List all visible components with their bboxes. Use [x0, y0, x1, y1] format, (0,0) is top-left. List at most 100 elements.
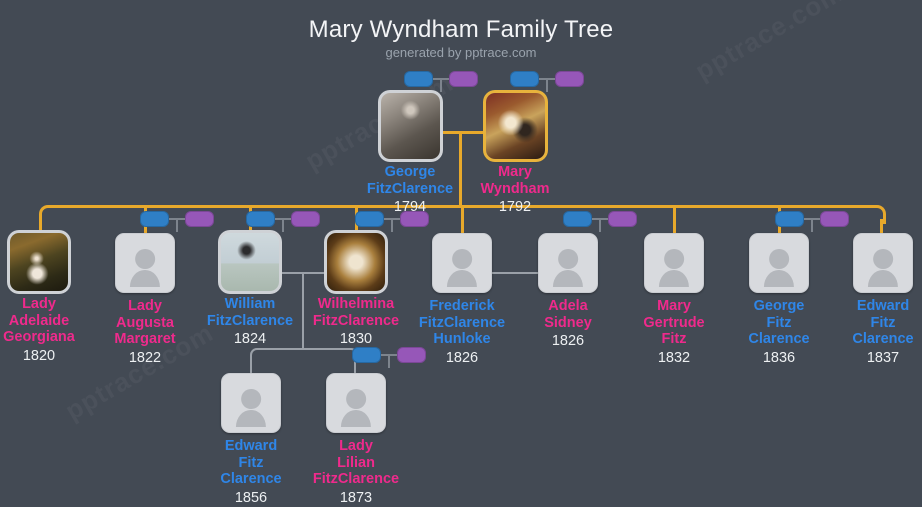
person-photo-placeholder[interactable]	[538, 233, 598, 293]
mother-pill-icon[interactable]	[291, 211, 320, 227]
descent-stem-parents	[459, 131, 462, 207]
person-node-lady-lilian-fitzclarence[interactable]: Lady Lilian FitzClarence 1873	[301, 373, 411, 507]
person-node-william-fitzclarence[interactable]: William FitzClarence 1824	[195, 233, 305, 348]
person-node-mary-gertrude-fitz[interactable]: Mary Gertrude Fitz 1832	[619, 233, 729, 367]
portrait-image	[221, 233, 279, 291]
grandchild-drop-lilian	[354, 358, 356, 378]
person-photo-placeholder[interactable]	[853, 233, 913, 293]
avatar-icon	[452, 249, 472, 269]
person-photo[interactable]	[485, 93, 545, 159]
avatar-icon-body	[129, 269, 161, 288]
father-pill-icon[interactable]	[140, 211, 169, 227]
avatar-icon	[135, 249, 155, 269]
bus-drop-right	[880, 219, 883, 237]
person-year: 1832	[657, 349, 691, 366]
person-name: George FitzClarence	[366, 164, 454, 197]
person-node-lady-adelaide-georgiana[interactable]: Lady Adelaide Georgiana 1820	[0, 233, 94, 365]
person-node-frederick-fitzclarence-hunloke[interactable]: Frederick FitzClarence Hunloke 1826	[407, 233, 517, 367]
page-title: Mary Wyndham Family Tree	[308, 16, 614, 43]
child-drop-frederick-fitzclarence-hunloke	[461, 205, 464, 237]
avatar-icon-body	[658, 269, 690, 288]
father-pill-icon[interactable]	[352, 347, 381, 363]
pill-stem	[282, 218, 284, 232]
father-pill-icon[interactable]	[510, 71, 539, 87]
avatar-icon-body	[867, 269, 899, 288]
person-name: Lady Lilian FitzClarence	[312, 438, 400, 487]
person-year: 1826	[551, 333, 585, 349]
avatar-icon-body	[340, 409, 372, 428]
person-node-mary-wyndham[interactable]: Mary Wyndham 1792	[455, 93, 575, 216]
person-photo[interactable]	[221, 233, 279, 291]
person-photo-placeholder[interactable]	[115, 233, 175, 293]
avatar-icon	[346, 389, 366, 409]
person-node-lady-augusta-margaret[interactable]: Lady Augusta Margaret 1822	[90, 233, 200, 367]
pill-stem	[391, 218, 393, 232]
person-name: Lady Adelaide Georgiana	[3, 296, 75, 345]
avatar-icon	[769, 249, 789, 269]
person-node-george-fitzclarence[interactable]: George FitzClarence 1794	[350, 93, 470, 216]
portrait-image	[327, 233, 385, 291]
grandchild-bus-corner-left	[250, 348, 264, 362]
person-name: William FitzClarence	[206, 296, 294, 329]
person-node-wilhelmina-fitzclarence[interactable]: Wilhelmina FitzClarence 1830	[301, 233, 411, 348]
father-pill-icon[interactable]	[775, 211, 804, 227]
spouse-line-frederick-adela	[490, 272, 540, 274]
descent-stem-william-wilhelmina	[302, 272, 304, 348]
person-node-adela-sidney[interactable]: Adela Sidney 1826	[513, 233, 623, 350]
person-name: Mary Gertrude Fitz	[643, 298, 705, 347]
father-pill-icon[interactable]	[563, 211, 592, 227]
person-year: 1830	[339, 331, 373, 347]
person-year: 1836	[762, 349, 796, 366]
avatar-icon-body	[763, 269, 795, 288]
avatar-icon	[241, 389, 261, 409]
person-photo[interactable]	[10, 233, 68, 291]
mother-pill-icon[interactable]	[555, 71, 584, 87]
person-photo-placeholder[interactable]	[644, 233, 704, 293]
person-photo-placeholder[interactable]	[326, 373, 386, 433]
person-name: Mary Wyndham	[480, 164, 550, 197]
avatar-icon-body	[235, 409, 267, 428]
father-pill-icon[interactable]	[404, 71, 433, 87]
person-node-george-fitz-clarence[interactable]: George Fitz Clarence 1836	[724, 233, 834, 367]
person-name: George Fitz Clarence	[748, 298, 810, 347]
person-name: Frederick FitzClarence Hunloke	[418, 298, 506, 347]
page-subtitle: generated by pptrace.com	[385, 45, 537, 60]
person-node-edward-fitz-clarence[interactable]: Edward Fitz Clarence 1837	[828, 233, 922, 367]
avatar-icon	[664, 249, 684, 269]
portrait-image	[485, 93, 545, 159]
person-year: 1820	[22, 347, 56, 364]
bus-corner-right	[867, 205, 886, 224]
person-name: Edward Fitz Clarence	[852, 298, 914, 347]
person-year: 1824	[233, 331, 267, 347]
person-year: 1826	[445, 349, 479, 366]
father-pill-icon[interactable]	[355, 211, 384, 227]
portrait-image	[380, 93, 440, 159]
person-photo[interactable]	[327, 233, 385, 291]
mother-pill-icon[interactable]	[820, 211, 849, 227]
mother-pill-icon[interactable]	[449, 71, 478, 87]
person-photo-placeholder[interactable]	[221, 373, 281, 433]
avatar-icon	[558, 249, 578, 269]
pill-stem	[599, 218, 601, 232]
person-year: 1837	[866, 349, 900, 366]
avatar-icon-body	[552, 269, 584, 288]
person-photo-placeholder[interactable]	[432, 233, 492, 293]
pill-stem	[388, 354, 390, 368]
father-pill-icon[interactable]	[246, 211, 275, 227]
person-name: Adela Sidney	[544, 298, 592, 331]
person-photo-placeholder[interactable]	[749, 233, 809, 293]
avatar-icon	[873, 249, 893, 269]
mother-pill-icon[interactable]	[400, 211, 429, 227]
person-year: 1792	[498, 199, 532, 215]
mother-pill-icon[interactable]	[185, 211, 214, 227]
grandchild-drop-edward	[250, 358, 252, 378]
pill-stem	[811, 218, 813, 232]
person-name: Lady Augusta Margaret	[114, 298, 176, 347]
person-photo[interactable]	[380, 93, 440, 159]
mother-pill-icon[interactable]	[608, 211, 637, 227]
mother-pill-icon[interactable]	[397, 347, 426, 363]
child-drop-mary-gertrude-fitz	[673, 205, 676, 237]
person-year: 1794	[393, 199, 427, 215]
person-node-edward-fitz-clarence-1856[interactable]: Edward Fitz Clarence 1856	[196, 373, 306, 507]
